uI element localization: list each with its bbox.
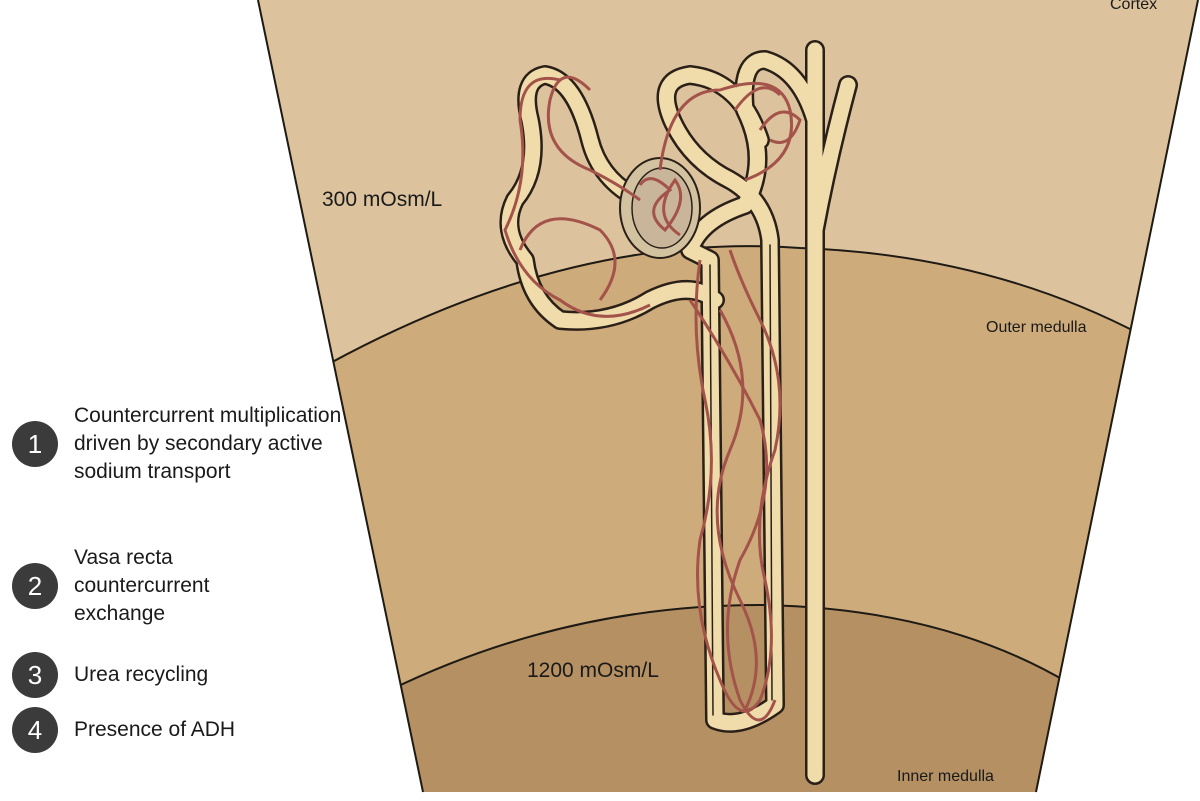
list-item: 3 Urea recycling — [12, 652, 344, 698]
list-item-text: Urea recycling — [74, 663, 209, 686]
number-badge: 3 — [12, 652, 58, 698]
list-item: 1 Countercurrent multiplication driven b… — [12, 402, 344, 486]
cortex-label: Cortex — [1110, 0, 1157, 13]
region-outline — [257, 0, 1199, 793]
cortex-osmolarity: 300 mOsm/L — [322, 188, 442, 211]
outer-medulla-label: Outer medulla — [986, 319, 1087, 336]
inner-medulla-label: Inner medulla — [897, 768, 994, 785]
vasa-recta — [503, 75, 802, 722]
list-item: 4 Presence of ADH — [12, 707, 344, 753]
inner-medulla-zone — [379, 603, 1198, 792]
number-badge: 1 — [12, 421, 58, 467]
medulla-osmolarity: 1200 mOsm/L — [527, 659, 659, 682]
nephron — [499, 40, 858, 785]
list-item: 2 Vasa recta countercurrent exchange — [12, 544, 244, 628]
list-item-text: Presence of ADH — [74, 718, 236, 741]
number-badge: 2 — [12, 563, 58, 609]
list-item-text: Countercurrent multiplication driven by … — [74, 404, 342, 483]
list-item-text: Vasa recta countercurrent exchange — [74, 546, 210, 625]
number-badge: 4 — [12, 707, 58, 753]
